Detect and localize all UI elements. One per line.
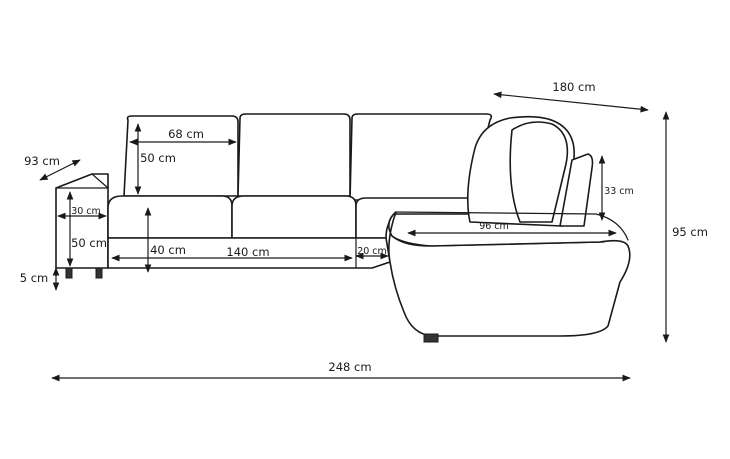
label-chaise-width: 96 cm <box>479 221 509 232</box>
chaise-seat <box>388 211 631 337</box>
seat-cushion-left <box>107 195 233 239</box>
label-leg-height: 5 cm <box>20 271 49 285</box>
back-cushion-corner <box>349 113 493 201</box>
dimension-lines <box>39 91 670 382</box>
label-seat-height: 40 cm <box>150 243 186 257</box>
back-cushion-left <box>123 115 239 197</box>
leg-chaise <box>423 333 439 343</box>
label-backrest-width: 68 cm <box>168 127 204 141</box>
label-seat-width: 140 cm <box>226 245 269 259</box>
chaise-side-arm <box>559 153 594 227</box>
dimension-labels: 180 cm 95 cm 248 cm 93 cm 68 cm 50 cm 30… <box>20 80 708 374</box>
back-cushion-middle <box>237 113 351 197</box>
sofa-legs <box>65 267 439 343</box>
label-height-total: 95 cm <box>672 225 708 239</box>
sofa-outline <box>55 113 631 337</box>
chaise-headrest <box>509 121 569 223</box>
label-corner-segment: 20 cm <box>357 246 387 257</box>
label-depth-side: 93 cm <box>24 154 60 168</box>
label-backrest-height: 50 cm <box>140 151 176 165</box>
label-width-total: 248 cm <box>328 360 371 374</box>
seat-cushion-corner <box>355 197 485 239</box>
leg-left-2 <box>95 267 103 279</box>
seat-cushion-middle <box>231 195 357 239</box>
label-armrest-width: 30 cm <box>71 206 101 217</box>
label-chaise-back-height: 33 cm <box>604 186 634 197</box>
leg-left <box>65 267 73 279</box>
label-depth-corner: 180 cm <box>552 80 595 94</box>
label-armrest-height: 50 cm <box>71 236 107 250</box>
